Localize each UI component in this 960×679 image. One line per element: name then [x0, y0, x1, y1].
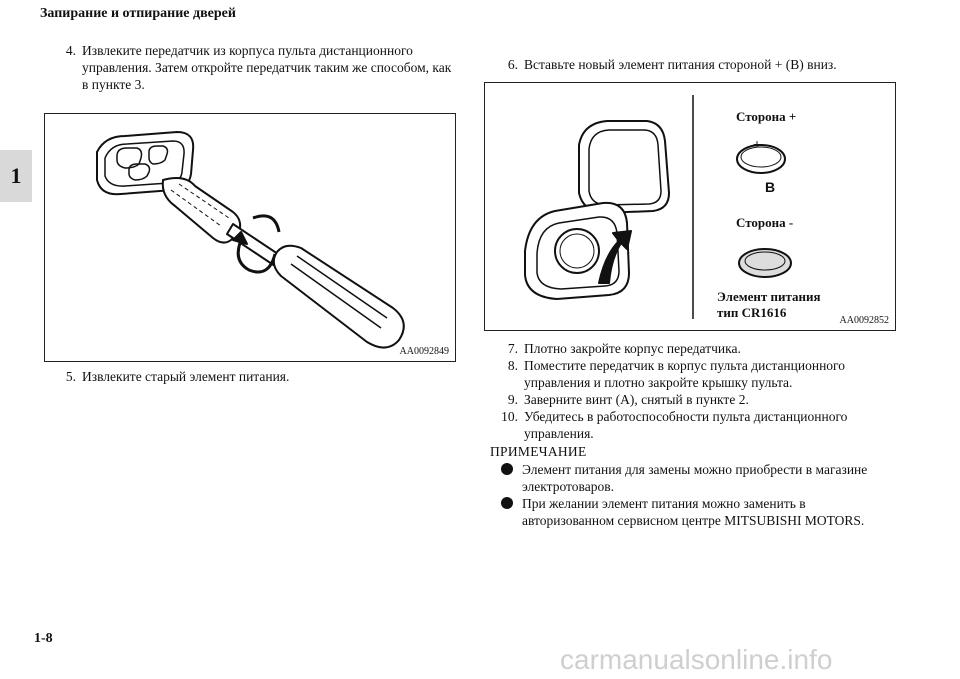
note-bullet-text: При желании элемент питания можно замени…: [522, 496, 865, 528]
chapter-tab: 1: [0, 150, 32, 202]
plus-sign: +: [753, 138, 761, 153]
step-text: Вставьте новый элемент питания стороной …: [524, 57, 837, 72]
step-text: Плотно закройте корпус передатчика.: [524, 341, 741, 356]
step-7: 7. Плотно закройте корпус передатчика.: [490, 340, 910, 357]
step-text: Извлеките старый элемент питания.: [82, 369, 290, 384]
side-minus-label: Сторона -: [736, 215, 794, 230]
step-6: 6. Вставьте новый элемент питания сторон…: [490, 56, 910, 73]
step-number: 8.: [507, 358, 518, 373]
side-plus-label: Сторона +: [736, 109, 797, 124]
step-text: Заверните винт (A), снятый в пункте 2.: [524, 392, 749, 407]
battery-label-line1: Элемент питания: [717, 289, 821, 304]
step-number: 6.: [507, 57, 518, 72]
step-number: 7.: [507, 341, 518, 356]
figure-code: AA0092852: [839, 315, 889, 326]
bullet-dot-icon: [501, 497, 513, 509]
note-bullet: При желании элемент питания можно замени…: [500, 495, 900, 529]
step-number: 4.: [65, 43, 76, 58]
note-heading: ПРИМЕЧАНИЕ: [490, 444, 587, 459]
step-text: Поместите передатчик в корпус пульта дис…: [524, 358, 846, 390]
step-5: 5. Извлеките старый элемент питания.: [48, 368, 458, 385]
page-header-title: Запирание и отпирание дверей: [40, 6, 236, 21]
step-text: Убедитесь в работоспособности пульта дис…: [524, 409, 848, 441]
figure-insert-battery: Сторона + + B Сторона - Элемент питания …: [484, 82, 896, 331]
note-bullet: Элемент питания для замены можно приобре…: [500, 461, 900, 495]
step-number: 10.: [501, 409, 518, 424]
bullet-dot-icon: [501, 463, 513, 475]
step-10: 10. Убедитесь в работоспособности пульта…: [490, 408, 910, 442]
battery-label-line2: тип CR1616: [717, 305, 787, 320]
figure-code: AA0092849: [399, 346, 449, 357]
step-4: 4. Извлеките передатчик из корпуса пульт…: [48, 42, 458, 93]
screwdriver-opening-illustration: [96, 131, 405, 349]
figure-remove-transmitter: AA0092849: [44, 113, 456, 362]
step-number: 9.: [507, 392, 518, 407]
letter-b: B: [765, 179, 776, 195]
step-8: 8. Поместите передатчик в корпус пульта …: [490, 357, 910, 391]
watermark: carmanualsonline.info: [560, 644, 833, 675]
note-bullet-text: Элемент питания для замены можно приобре…: [522, 462, 868, 494]
step-number: 5.: [65, 369, 76, 384]
battery-insertion-illustration: [524, 95, 792, 319]
page-number: 1-8: [34, 631, 53, 646]
step-text: Извлеките передатчик из корпуса пульта д…: [82, 43, 452, 92]
step-9: 9. Заверните винт (A), снятый в пункте 2…: [490, 391, 910, 408]
